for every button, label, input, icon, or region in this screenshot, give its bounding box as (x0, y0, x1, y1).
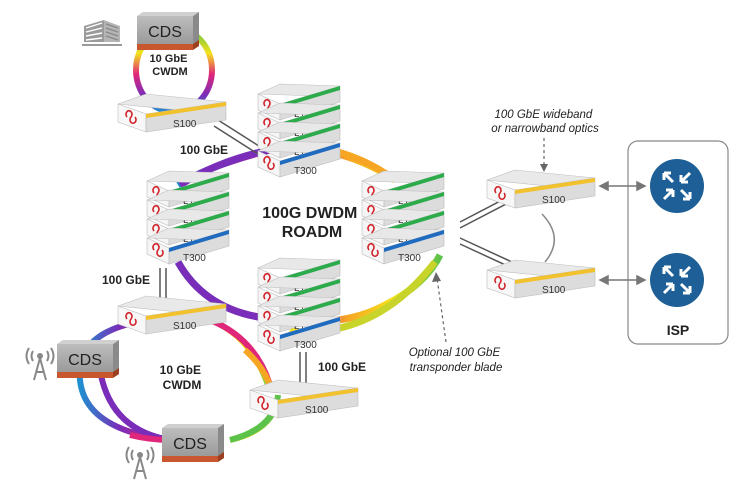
link-label-left: 100 GbE (102, 273, 150, 287)
s100-label: S100 (173, 119, 197, 130)
line-card-t300: T300 (257, 140, 341, 178)
wideband-note: 100 GbE wideband or narrowband optics (491, 109, 599, 135)
cds-label: CDS (148, 24, 182, 41)
infinera-logo-icon (257, 396, 269, 410)
s100-node-top: S100 (117, 93, 227, 133)
isp-box: ISP (627, 140, 729, 345)
line-card-t300: T300 (257, 314, 341, 352)
roadm-chassis-top: L100L100L110T300 (257, 83, 341, 178)
cds-node-bottom: CDS (162, 424, 224, 462)
line-card-label: T300 (183, 253, 206, 264)
cds-label: CDS (68, 352, 102, 369)
top-ring-label: 10 GbE CWDM (150, 53, 191, 78)
router-icon (650, 159, 704, 213)
line-card-t300: T300 (146, 227, 230, 265)
bottom-ring-label: 10 GbE CWDM (160, 363, 205, 392)
infinera-logo-icon (263, 156, 275, 170)
building-icon (82, 20, 122, 46)
gbe-links (159, 119, 555, 385)
s100-label: S100 (173, 321, 197, 332)
s100-label: S100 (542, 285, 566, 296)
infinera-logo-icon (125, 110, 137, 124)
line-card-label: T300 (398, 253, 421, 264)
link-label-top: 100 GbE (180, 143, 228, 157)
roadm-chassis-left: L100L100L110T300 (146, 170, 230, 265)
transponder-note: Optional 100 GbE transponder blade (409, 347, 504, 374)
s100-node-left: S100 (117, 295, 227, 335)
infinera-logo-icon (494, 276, 506, 290)
isp-arrows (598, 180, 647, 286)
infinera-logo-icon (263, 330, 275, 344)
roadm-chassis-right: L100L100L110T300 (361, 170, 445, 265)
line-card-label: T300 (294, 340, 317, 351)
s100-node-isp-lower: S100 (486, 259, 596, 299)
s100-label: S100 (305, 405, 329, 416)
s100-node-isp-upper: S100 (486, 169, 596, 209)
s100-node-bottom: S100 (249, 379, 359, 419)
roadm-chassis-bottom: L100L100L110T300 (257, 257, 341, 352)
s100-label: S100 (542, 195, 566, 206)
cds-label: CDS (173, 436, 207, 453)
cds-node-left: CDS (57, 340, 119, 378)
isp-label: ISP (667, 322, 690, 338)
infinera-logo-icon (125, 312, 137, 326)
cds-node-top: CDS (137, 12, 199, 50)
infinera-logo-icon (367, 243, 379, 257)
line-card-t300: T300 (361, 227, 445, 265)
infinera-logo-icon (152, 243, 164, 257)
link-label-bottom: 100 GbE (318, 360, 366, 374)
infinera-logo-icon (494, 186, 506, 200)
line-card-label: T300 (294, 166, 317, 177)
transponder-pointer (436, 277, 447, 343)
router-icon (650, 253, 704, 307)
cell-tower-icon (25, 347, 55, 381)
center-label: 100G DWDM ROADM (262, 205, 362, 241)
cell-tower-icon (125, 446, 155, 480)
